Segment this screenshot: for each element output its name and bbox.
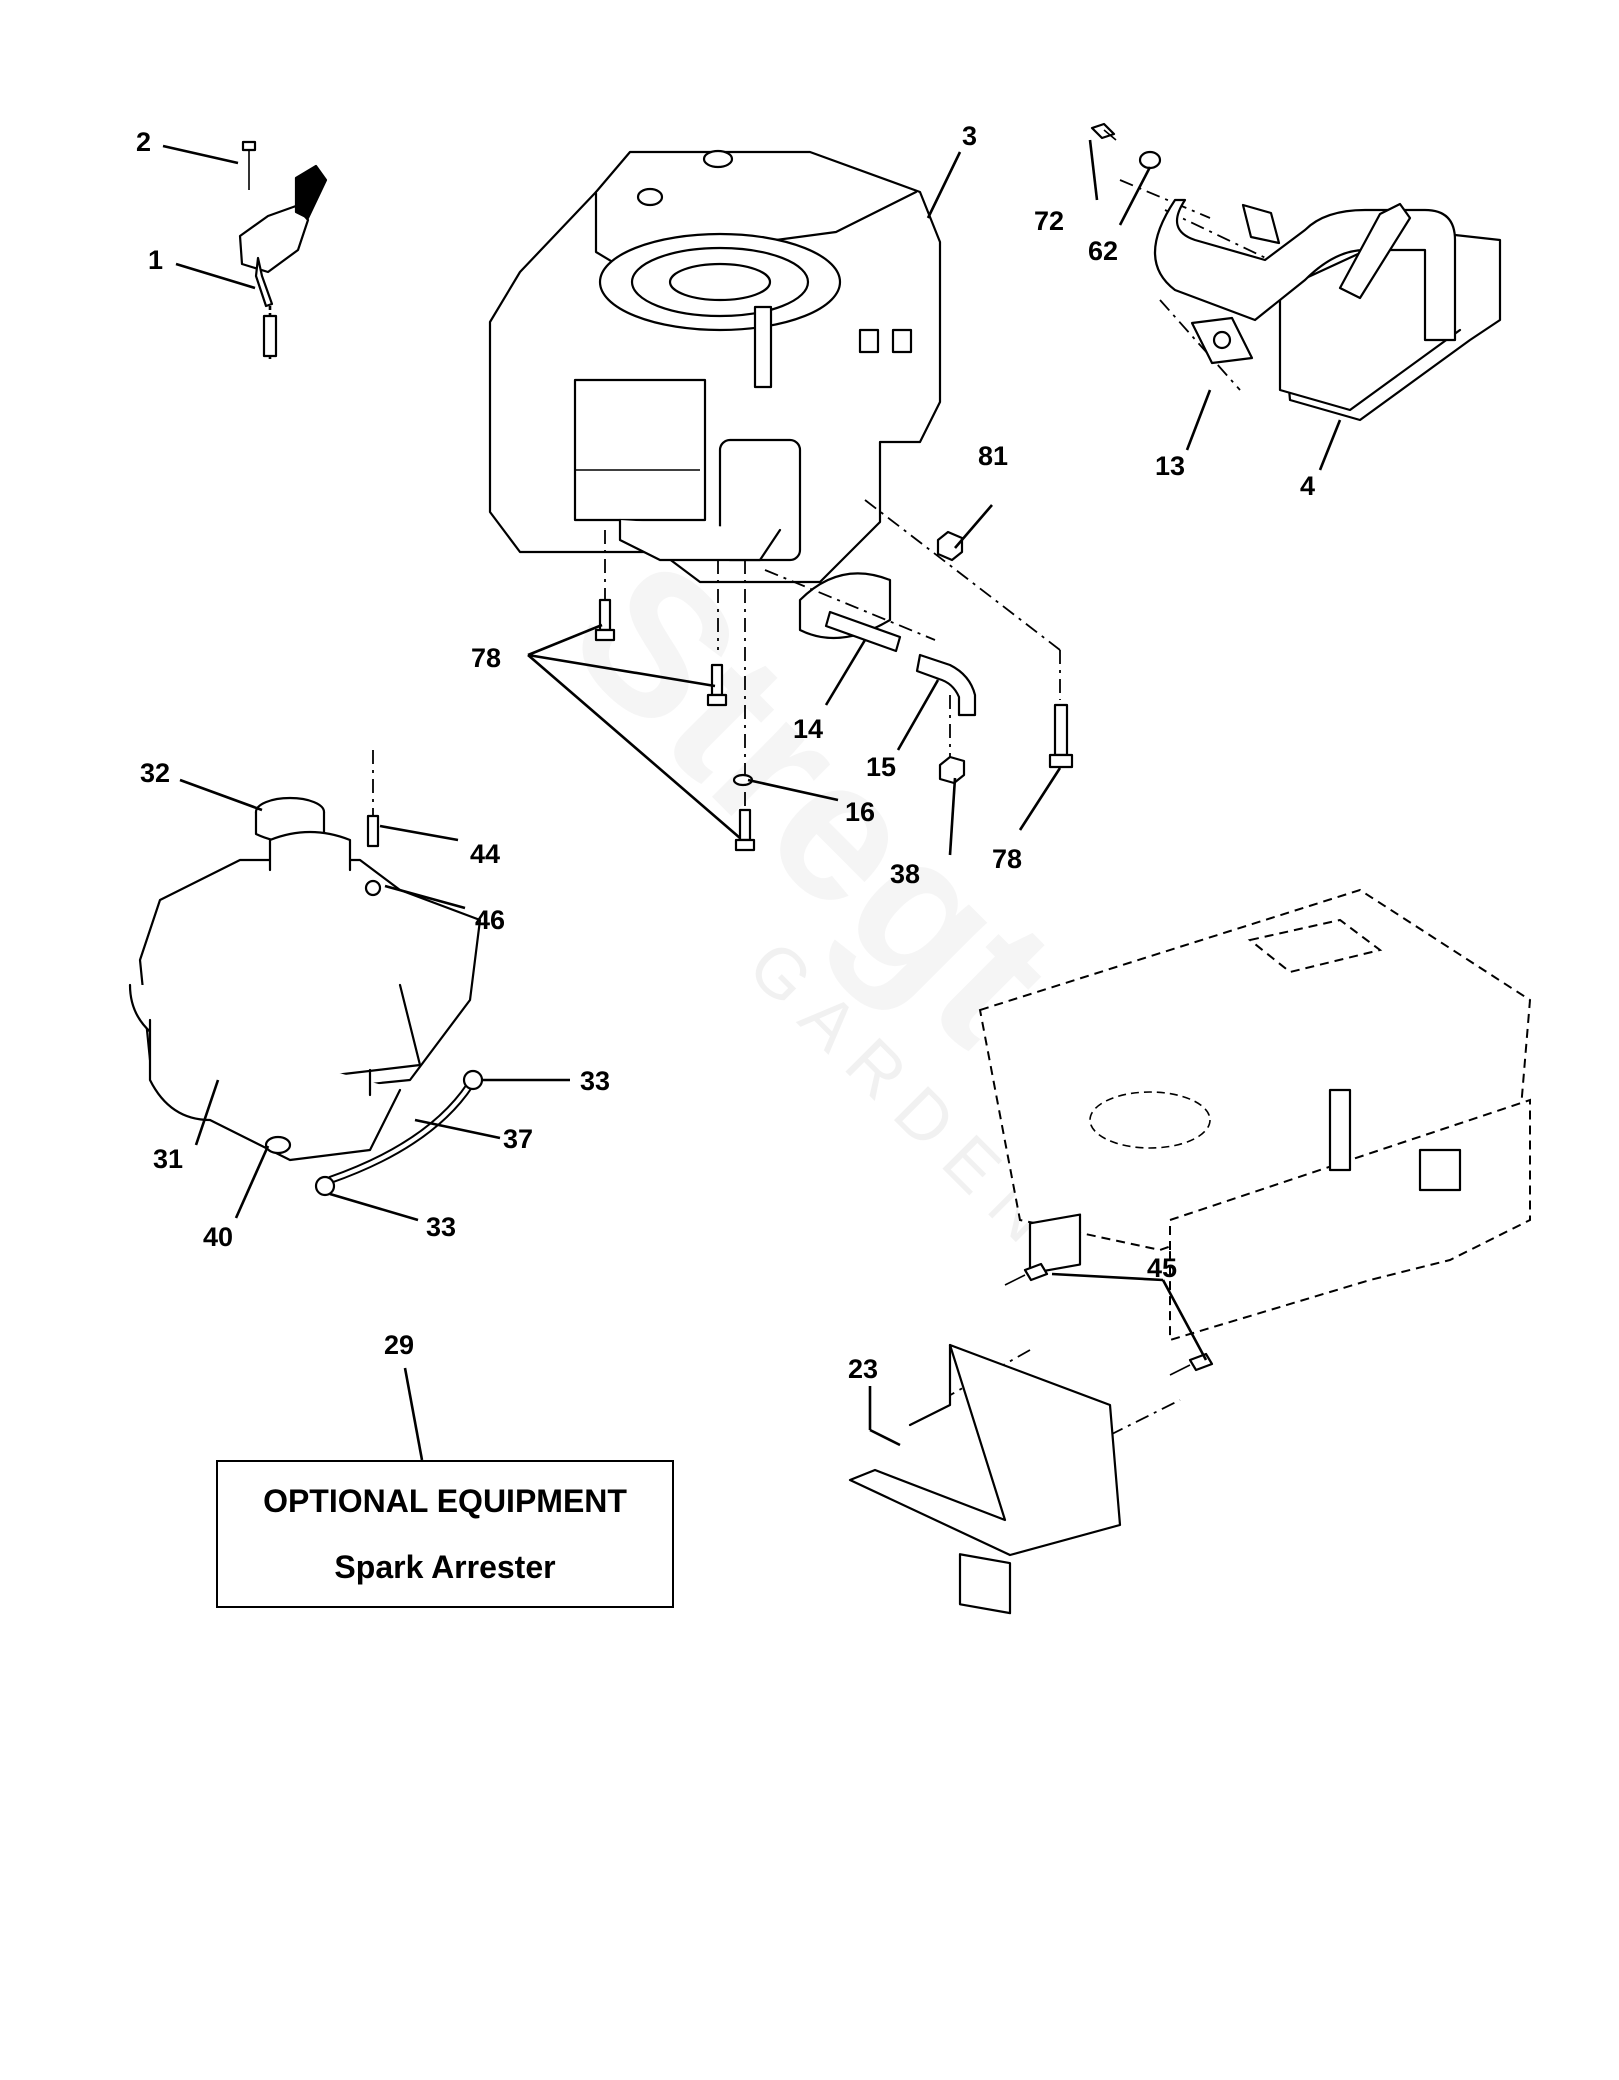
callout-3: 3: [962, 121, 977, 151]
callout-46: 46: [475, 905, 505, 935]
heat-shield-part: [848, 1213, 1214, 1615]
callout-78a: 78: [471, 643, 501, 673]
callout-labels: 2 1 3 72 62 4 13 81 78 14 15 16 38 78 32…: [136, 121, 1315, 1384]
callout-44: 44: [470, 839, 500, 869]
callout-33b: 33: [426, 1212, 456, 1242]
optional-equipment-note: OPTIONAL EQUIPMENT Spark Arrester: [216, 1460, 674, 1608]
callout-32: 32: [140, 758, 170, 788]
callout-23: 23: [848, 1354, 878, 1384]
leader-lines: [162, 139, 1342, 1461]
callout-72: 72: [1034, 206, 1064, 236]
note-subtitle: Spark Arrester: [334, 1549, 556, 1585]
callout-81: 81: [978, 441, 1008, 471]
callout-38: 38: [890, 859, 920, 889]
note-title: OPTIONAL EQUIPMENT: [263, 1483, 627, 1519]
callout-14: 14: [793, 714, 823, 744]
callout-2: 2: [136, 127, 151, 157]
callout-16: 16: [845, 797, 875, 827]
callout-31: 31: [153, 1144, 183, 1174]
callout-78b: 78: [992, 844, 1022, 874]
engine-part: [488, 149, 942, 640]
fuel-tank-assembly: [128, 796, 484, 1197]
fuel-fittings: [594, 530, 1074, 852]
callout-4: 4: [1300, 471, 1315, 501]
throttle-control-part: [238, 140, 328, 360]
callout-13: 13: [1155, 451, 1185, 481]
callout-62: 62: [1088, 236, 1118, 266]
callout-45: 45: [1147, 1253, 1177, 1283]
callout-37: 37: [503, 1124, 533, 1154]
callout-1: 1: [148, 245, 163, 275]
frame-part: [978, 888, 1532, 1342]
callout-29: 29: [384, 1330, 414, 1360]
callout-40: 40: [203, 1222, 233, 1252]
callout-33a: 33: [580, 1066, 610, 1096]
callout-15: 15: [866, 752, 896, 782]
muffler-part: [1090, 122, 1502, 422]
